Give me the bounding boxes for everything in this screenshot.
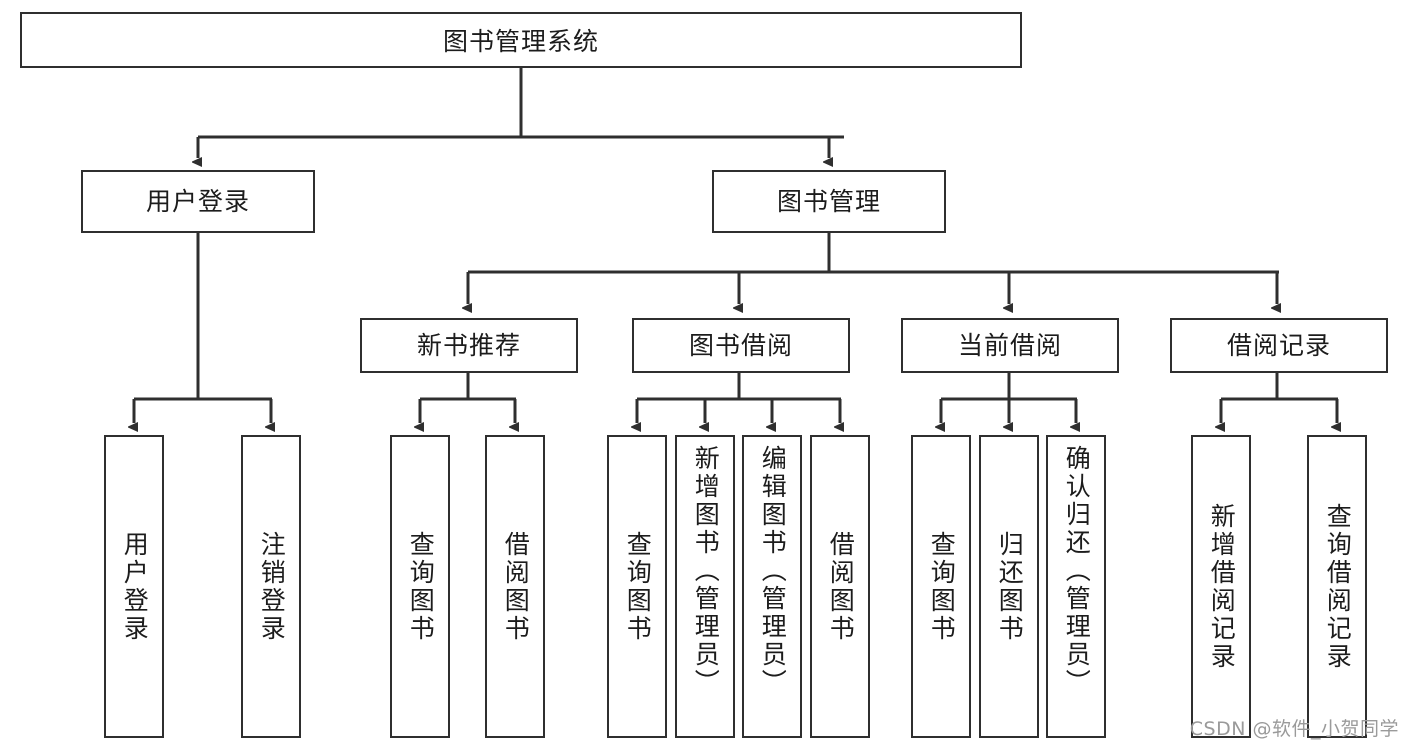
node-new-book-recommend[interactable]: 新书推荐 xyxy=(360,318,578,373)
connectors-root xyxy=(134,67,1338,423)
node-book-manage[interactable]: 图书管理 xyxy=(712,170,946,233)
node-leaf-return-book[interactable]: 归还图书 xyxy=(979,435,1039,738)
node-leaf-borrow-book-2[interactable]: 借阅图书 xyxy=(810,435,870,738)
node-borrow-record[interactable]: 借阅记录 xyxy=(1170,318,1388,373)
node-leaf-query-record[interactable]: 查询借阅记录 xyxy=(1307,435,1367,738)
node-leaf-borrow-book-1[interactable]: 借阅图书 xyxy=(485,435,545,738)
node-leaf-query-book-1[interactable]: 查询图书 xyxy=(390,435,450,738)
node-leaf-user-login[interactable]: 用户登录 xyxy=(104,435,164,738)
node-leaf-query-book-3[interactable]: 查询图书 xyxy=(911,435,971,738)
node-current-borrow[interactable]: 当前借阅 xyxy=(901,318,1119,373)
node-user-login[interactable]: 用户登录 xyxy=(81,170,315,233)
node-leaf-add-record[interactable]: 新增借阅记录 xyxy=(1191,435,1251,738)
node-leaf-query-book-2[interactable]: 查询图书 xyxy=(607,435,667,738)
node-book-borrow[interactable]: 图书借阅 xyxy=(632,318,850,373)
node-leaf-add-book[interactable]: 新增图书（管理员） xyxy=(675,435,735,738)
node-leaf-logout-login[interactable]: 注销登录 xyxy=(241,435,301,738)
node-leaf-confirm-return[interactable]: 确认归还（管理员） xyxy=(1046,435,1106,738)
node-leaf-edit-book[interactable]: 编辑图书（管理员） xyxy=(742,435,802,738)
node-root[interactable]: 图书管理系统 xyxy=(20,12,1022,68)
